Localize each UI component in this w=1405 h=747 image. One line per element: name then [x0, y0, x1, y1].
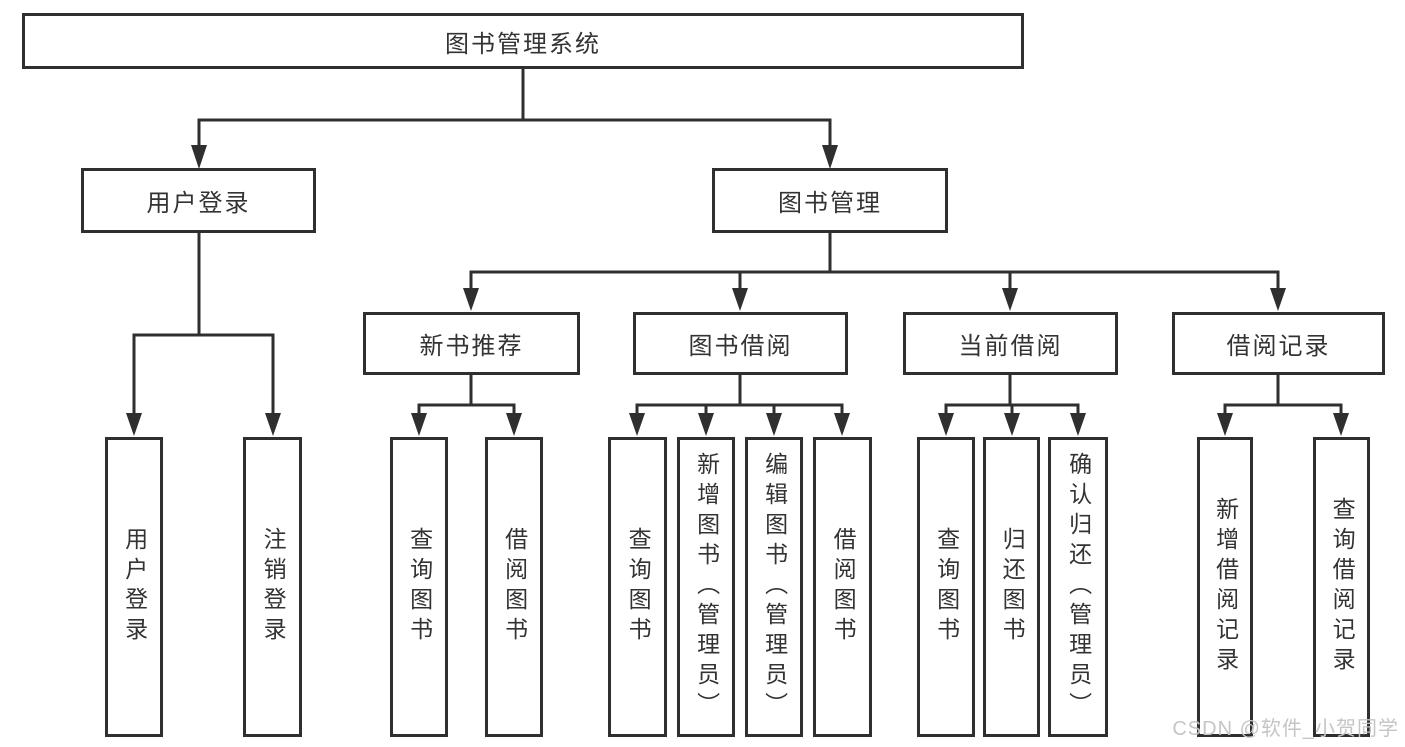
node-leaf-edit-books-admin: 编辑图书（管理员） — [745, 437, 803, 737]
node-label: 图书管理 — [778, 190, 882, 217]
node-leaf-confirm-return-admin: 确认归还（管理员） — [1048, 437, 1108, 737]
node-label: 注销登录 — [260, 527, 287, 647]
node-label: 新书推荐 — [419, 333, 524, 360]
node-label: 查询图书 — [625, 527, 652, 647]
node-leaf-add-books-admin: 新增图书（管理员） — [677, 437, 735, 737]
node-leaf-logout-login: 注销登录 — [243, 437, 302, 737]
node-new-book-recommendation: 新书推荐 — [363, 312, 580, 375]
node-leaf-query-borrow-record: 查询借阅记录 — [1313, 437, 1370, 737]
node-label: 图书借阅 — [688, 333, 793, 360]
node-label: 借阅图书 — [830, 527, 857, 647]
node-book-borrowing: 图书借阅 — [633, 312, 848, 375]
node-label: 编辑图书（管理员） — [761, 452, 788, 722]
node-borrowing-records: 借阅记录 — [1172, 312, 1385, 375]
node-leaf-query-books-current: 查询图书 — [917, 437, 975, 737]
node-label: 图书管理系统 — [445, 30, 601, 58]
node-leaf-user-login: 用户登录 — [105, 437, 163, 737]
node-leaf-borrow-books: 借阅图书 — [813, 437, 872, 737]
node-label: 查询借阅记录 — [1329, 497, 1356, 677]
node-leaf-add-borrow-record: 新增借阅记录 — [1197, 437, 1253, 737]
node-leaf-query-books-recommend: 查询图书 — [390, 437, 448, 737]
node-book-management: 图书管理 — [712, 168, 948, 233]
node-label: 借阅图书 — [501, 527, 528, 647]
node-library-management-system: 图书管理系统 — [22, 13, 1024, 69]
node-label: 用户登录 — [121, 527, 148, 647]
node-leaf-borrow-books-recommend: 借阅图书 — [485, 437, 543, 737]
node-label: 借阅记录 — [1226, 333, 1331, 360]
csdn-watermark: CSDN @软件_小贺同学 — [1172, 718, 1399, 740]
node-label: 新增图书（管理员） — [693, 452, 720, 722]
node-label: 新增借阅记录 — [1212, 497, 1239, 677]
node-leaf-return-books: 归还图书 — [983, 437, 1040, 737]
node-label: 查询图书 — [933, 527, 960, 647]
node-label: 用户登录 — [146, 190, 251, 217]
node-leaf-query-books-borrowing: 查询图书 — [608, 437, 667, 737]
node-label: 确认归还（管理员） — [1065, 452, 1092, 722]
node-user-login: 用户登录 — [81, 168, 316, 233]
node-label: 归还图书 — [999, 527, 1026, 647]
node-current-borrowing: 当前借阅 — [903, 312, 1118, 375]
node-label: 当前借阅 — [958, 333, 1063, 360]
node-label: 查询图书 — [406, 527, 433, 647]
